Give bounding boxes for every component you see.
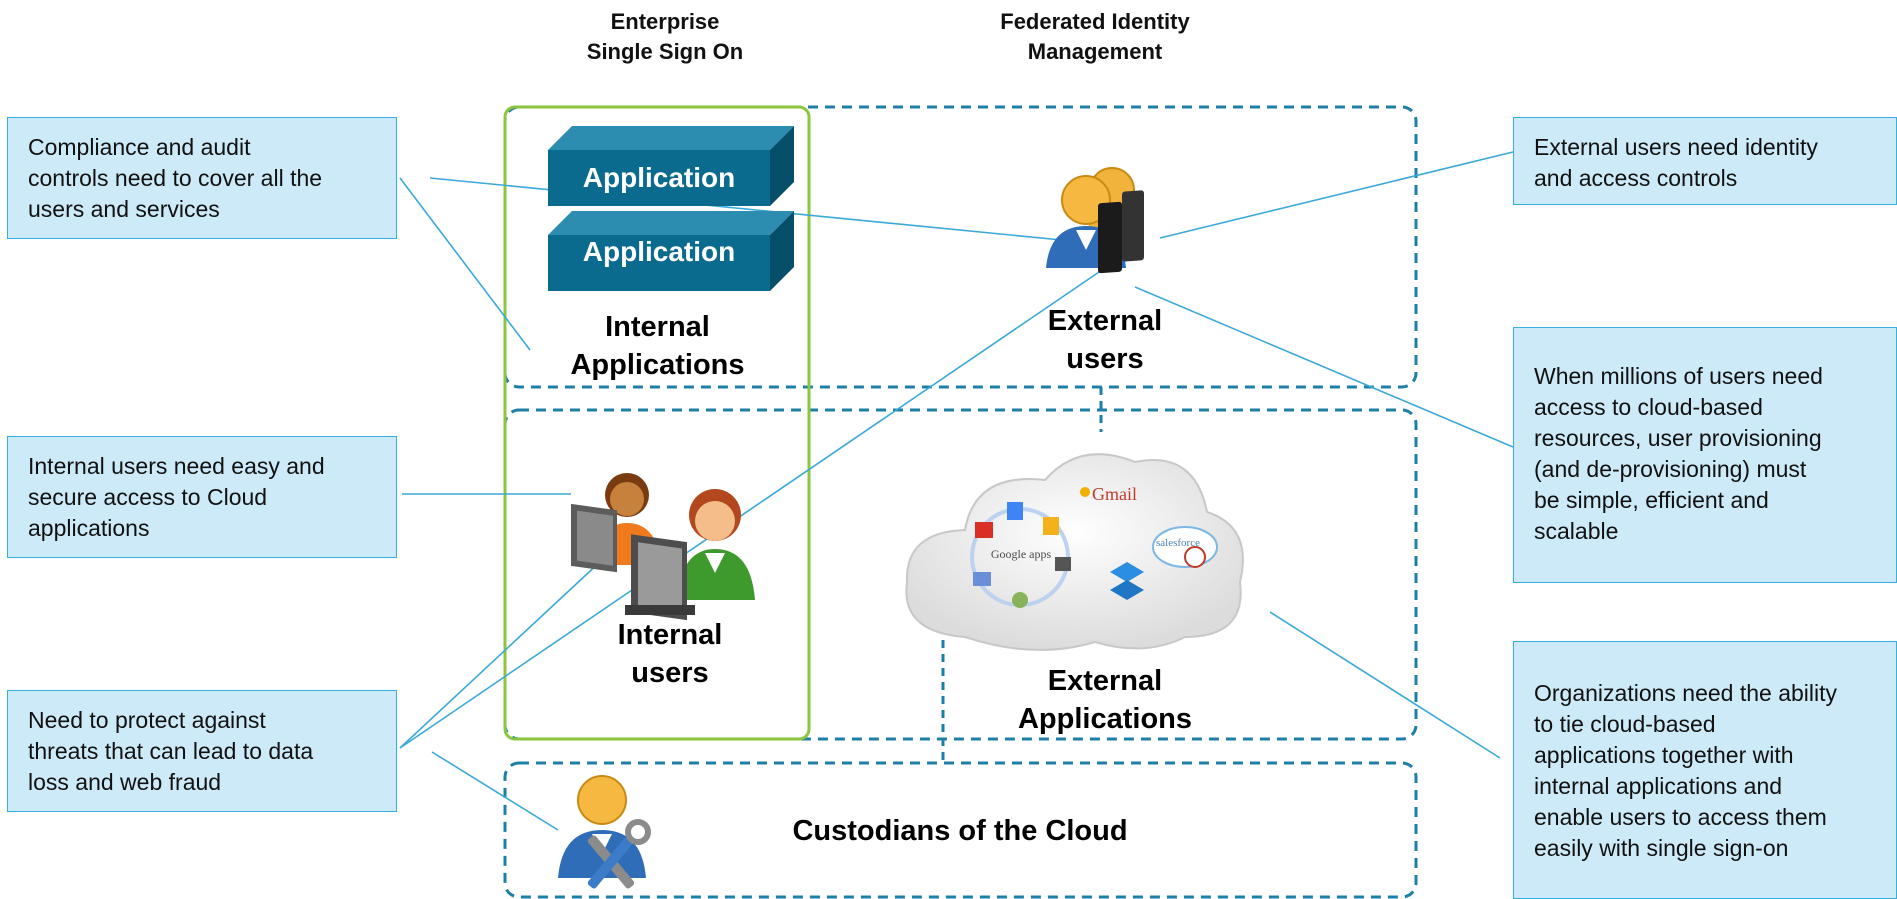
label-external-applications: External Applications bbox=[990, 662, 1220, 738]
label-external-users-line-1: External bbox=[1047, 305, 1163, 337]
callout-millions-line-2: access to cloud-based bbox=[1534, 394, 1763, 420]
header-fim-line-2: Management bbox=[1027, 39, 1163, 64]
callout-organizations-line-6: easily with single sign-on bbox=[1534, 835, 1789, 861]
header-sso-line-2: Single Sign On bbox=[586, 39, 744, 64]
connector-external-users-need bbox=[1159, 151, 1514, 239]
callout-internal-users-line-3: applications bbox=[28, 515, 150, 541]
label-external-applications-line-1: External bbox=[1047, 665, 1163, 697]
application-label-top: Application bbox=[582, 162, 736, 193]
callout-compliance: Compliance and audit controls need to co… bbox=[7, 117, 397, 239]
application-block-bottom: Application bbox=[548, 211, 794, 291]
gmail-logo: Gmail bbox=[1092, 484, 1137, 504]
application-label-bottom: Application bbox=[582, 236, 736, 267]
callout-millions-line-3: resources, user provisioning bbox=[1534, 425, 1822, 451]
application-block-top: Application bbox=[548, 126, 794, 206]
label-external-applications-line-2: Applications bbox=[1017, 703, 1192, 735]
connector-threats-1 bbox=[399, 559, 603, 749]
label-internal-applications-line-1: Internal bbox=[605, 311, 710, 343]
application-block-bottom-shape bbox=[548, 211, 794, 291]
salesforce-logo: salesforce bbox=[1156, 537, 1200, 549]
callout-organizations-line-1: Organizations need the ability bbox=[1534, 680, 1838, 706]
callout-organizations-line-2: to tie cloud-based bbox=[1534, 711, 1716, 737]
callout-threats-line-3: loss and web fraud bbox=[28, 769, 222, 795]
callout-compliance-line-3: users and services bbox=[28, 196, 220, 222]
label-external-users: External users bbox=[1000, 302, 1210, 378]
connector-millions bbox=[1134, 286, 1514, 448]
label-custodians: Custodians of the Cloud bbox=[792, 815, 1128, 847]
label-internal-applications: Internal Applications bbox=[545, 308, 770, 384]
label-external-users-line-2: users bbox=[1066, 343, 1144, 375]
header-fim-line-1: Federated Identity bbox=[1000, 9, 1190, 34]
custodian-icon bbox=[558, 775, 651, 889]
callout-millions-line-1: When millions of users need bbox=[1534, 363, 1823, 389]
header-fim: Federated Identity Management bbox=[950, 7, 1240, 67]
callout-internal-users-line-1: Internal users need easy and bbox=[28, 453, 325, 479]
callout-internal-users-need: Internal users need easy and secure acce… bbox=[7, 436, 397, 558]
callout-compliance-line-2: controls need to cover all the bbox=[28, 165, 323, 191]
callout-threats-line-2: threats that can lead to data bbox=[28, 738, 314, 764]
callout-millions-line-4: (and de-provisioning) must bbox=[1534, 456, 1807, 482]
application-block-top-shape bbox=[548, 126, 794, 206]
fim-top-zone bbox=[503, 105, 1418, 389]
header-sso: Enterprise Single Sign On bbox=[535, 7, 795, 67]
callout-organizations-line-4: internal applications and bbox=[1534, 773, 1783, 799]
callout-threats: Need to protect against threats that can… bbox=[7, 690, 397, 812]
cloud-icon bbox=[905, 453, 1244, 651]
callout-millions-line-5: be simple, efficient and bbox=[1534, 487, 1769, 513]
sso-zone bbox=[503, 105, 811, 741]
connector-threats-2 bbox=[399, 269, 1103, 749]
header-sso-line-1: Enterprise bbox=[610, 9, 720, 34]
callout-external-users-line-1: External users need identity bbox=[1534, 134, 1818, 160]
callout-compliance-line-1: Compliance and audit bbox=[28, 134, 251, 160]
label-internal-users-line-1: Internal bbox=[617, 619, 723, 651]
google-apps-logo: Google apps bbox=[990, 547, 1052, 561]
callout-organizations-line-5: enable users to access them bbox=[1534, 804, 1827, 830]
callout-external-users-need: External users need identity and access … bbox=[1513, 117, 1897, 205]
connector-compliance-internal-apps bbox=[399, 177, 531, 351]
external-users-icon bbox=[1046, 167, 1144, 274]
label-internal-users: Internal users bbox=[565, 616, 775, 692]
connector-organizations bbox=[1269, 611, 1501, 759]
callout-internal-users-line-2: secure access to Cloud bbox=[28, 484, 268, 510]
internal-users-icon bbox=[571, 473, 755, 621]
connector-compliance-external bbox=[429, 177, 1083, 243]
callout-external-users-line-2: and access controls bbox=[1534, 165, 1738, 191]
label-internal-applications-line-2: Applications bbox=[570, 349, 745, 381]
callout-millions-line-6: scalable bbox=[1534, 518, 1619, 544]
connector-threats-3 bbox=[431, 751, 559, 831]
label-internal-users-line-2: users bbox=[631, 657, 709, 689]
custodians-zone bbox=[503, 761, 1418, 899]
callout-millions: When millions of users need access to cl… bbox=[1513, 327, 1897, 583]
callout-threats-line-1: Need to protect against bbox=[28, 707, 266, 733]
callout-organizations: Organizations need the ability to tie cl… bbox=[1513, 641, 1897, 899]
callout-organizations-line-3: applications together with bbox=[1534, 742, 1794, 768]
